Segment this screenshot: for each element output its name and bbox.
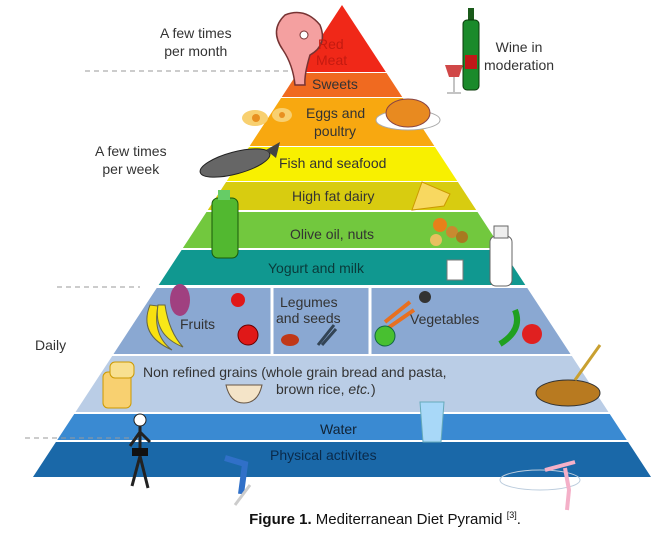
apple-icon [237,324,259,346]
wine-note: Wine in moderation [484,38,554,74]
label-grains-etc: etc. [348,381,371,397]
pyramid-layer-physical-activites [32,442,652,477]
frequency-daily: Daily [35,337,67,353]
tomato-icon [522,324,542,344]
pyramid-layer-high-fat-dairy [207,182,477,210]
eggs-icon [242,108,292,126]
label-yogurt: Yogurt and milk [268,260,364,276]
legumes-icon [281,324,338,346]
pyramid-layer-olive-oil-nuts [182,212,502,248]
carrots-icon [383,291,431,330]
banana-icon [146,304,184,351]
olive-oil-bottle-icon [211,190,239,259]
label-eggs-2: poultry [314,123,357,139]
meat-icon [275,11,324,86]
label-legumes-2: and seeds [276,310,341,326]
wine-bottle-icon [462,8,480,91]
pea-pod-icon [498,308,521,347]
frequency-month-line1: A few times [160,25,232,41]
wine-glass-icon [445,65,463,94]
label-grains-2c: ) [370,381,376,397]
label-legumes-1: Legumes [280,294,338,310]
nuts-icon [430,218,468,246]
label-physical: Physical activites [270,447,377,463]
figure-caption: Figure 1. Mediterranean Diet Pyramid [3]… [0,510,660,528]
label-red-meat-2: Meat [316,52,348,68]
frequency-week-line2: per week [102,161,160,177]
strawberry-icon [231,293,245,307]
label-fish: Fish and seafood [279,155,387,171]
wine-line2: moderation [484,57,555,73]
label-eggs-1: Eggs and [306,105,366,121]
grapes-icon [170,284,190,316]
runner-icon [128,413,152,489]
label-water: Water [320,421,357,437]
yogurt-icon [446,259,464,281]
bread-icon [102,361,135,409]
label-red-meat-1: Red [318,36,344,52]
caption-text: Mediterranean Diet Pyramid [311,511,507,528]
label-fruits: Fruits [180,316,215,332]
skier-icon [224,455,252,506]
rice-bowl-icon [225,384,263,404]
label-vegetables: Vegetables [410,311,480,327]
milk-bottle-icon [489,225,513,287]
pyramid-layer-red-meat [298,5,386,72]
label-grains-2a: brown rice, [276,381,349,397]
fish-icon [199,142,280,178]
pyramid-layer-fish-and-seafood [226,147,458,181]
pyramid-layer-fruits-legumes-and-seeds-vegetables [113,288,571,354]
caption-reference[interactable]: [3] [506,510,517,520]
pyramid-layer-sweets [281,73,403,97]
label-grains-2: brown rice, etc.) [276,381,376,398]
label-sweets: Sweets [312,76,358,92]
label-dairy: High fat dairy [292,188,375,204]
label-olive: Olive oil, nuts [290,226,375,242]
frequency-month: A few times per month [160,24,232,60]
water-glass-icon [419,401,445,443]
cheese-icon [411,181,451,211]
chicken-icon [375,98,441,131]
frequency-month-line2: per month [164,43,228,59]
cabbage-icon [374,325,396,347]
caption-end: . [516,511,521,528]
pasta-plate-icon [535,344,602,407]
label-grains-1: Non refined grains (whole grain bread an… [143,364,447,380]
frequency-week: A few times per week [95,142,167,178]
pyramid-layer-yogurt-and-milk [158,250,526,285]
wine-line1: Wine in [495,39,543,55]
pyramid-layer-water [57,414,627,440]
skater-icon [499,460,581,511]
pyramid-layer-non-refined-grains [75,356,609,412]
frequency-week-line1: A few times [95,143,167,159]
caption-prefix: Figure 1. [249,511,312,528]
